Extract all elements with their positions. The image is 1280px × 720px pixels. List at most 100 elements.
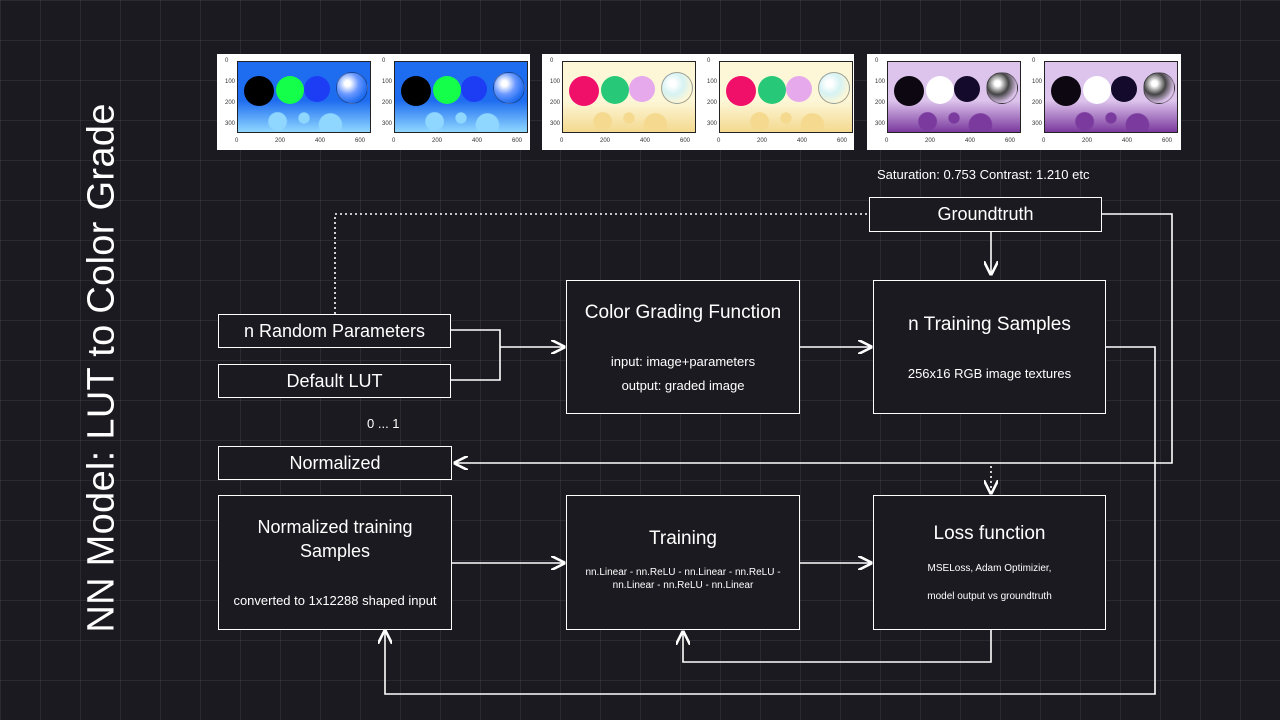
preview-ball <box>661 72 693 104</box>
preview-ball <box>758 76 786 104</box>
preview-ball <box>926 76 954 104</box>
x-tick-label: 600 <box>1005 138 1016 144</box>
preview-ball <box>629 76 655 102</box>
preview-ball <box>244 76 274 106</box>
x-tick-label: 400 <box>640 138 651 144</box>
preview-ball <box>818 72 850 104</box>
y-tick-label: 300 <box>707 121 718 127</box>
preview-plot <box>394 61 528 133</box>
normalized-box: Normalized <box>218 446 452 480</box>
dotted-link-params-groundtruth <box>334 213 870 314</box>
y-tick-label: 100 <box>875 79 886 85</box>
y-tick-label: 200 <box>382 100 393 106</box>
x-tick-label: 400 <box>1122 138 1133 144</box>
x-tick-label: 400 <box>797 138 808 144</box>
y-tick-label: 0 <box>875 58 879 64</box>
y-tick-label: 200 <box>1032 100 1043 106</box>
y-tick-label: 300 <box>225 121 236 127</box>
normalized-samples-box: Normalized training Samples converted to… <box>218 495 452 630</box>
line-lut-merge <box>451 347 501 381</box>
preview-ball <box>304 76 330 102</box>
range-label: 0 ... 1 <box>367 416 400 431</box>
y-tick-label: 100 <box>1032 79 1043 85</box>
training-samples-box: n Training Samples 256x16 RGB image text… <box>873 280 1106 414</box>
default-lut-label: Default LUT <box>286 370 383 391</box>
x-tick-label: 600 <box>680 138 691 144</box>
preview-ball <box>1111 76 1137 102</box>
preview-ball <box>401 76 431 106</box>
preview-ball <box>786 76 812 102</box>
arrow-groundtruth-to-normalized <box>455 213 1173 463</box>
x-tick-label: 400 <box>472 138 483 144</box>
preview-ball <box>601 76 629 104</box>
x-tick-label: 200 <box>757 138 768 144</box>
arrow-samples-to-normalized-samples <box>385 346 1156 695</box>
random-parameters-box: n Random Parameters <box>218 314 451 348</box>
default-lut-box: Default LUT <box>218 364 451 398</box>
y-tick-label: 100 <box>550 79 561 85</box>
y-tick-label: 0 <box>1032 58 1036 64</box>
preview-ball <box>954 76 980 102</box>
preview-ball <box>1051 76 1081 106</box>
y-tick-label: 200 <box>707 100 718 106</box>
preview-ball <box>493 72 525 104</box>
y-tick-label: 100 <box>707 79 718 85</box>
x-tick-label: 200 <box>275 138 286 144</box>
x-tick-label: 200 <box>600 138 611 144</box>
x-tick-label: 0 <box>392 138 396 144</box>
preview-ball <box>894 76 924 106</box>
preview-plot <box>719 61 853 133</box>
color-grading-output: output: graded image <box>621 378 745 393</box>
y-tick-label: 0 <box>225 58 229 64</box>
x-tick-label: 0 <box>1042 138 1046 144</box>
x-tick-label: 0 <box>235 138 239 144</box>
y-tick-label: 200 <box>875 100 886 106</box>
training-box: Training nn.Linear - nn.ReLU - nn.Linear… <box>566 495 800 630</box>
y-tick-label: 0 <box>707 58 711 64</box>
x-tick-label: 600 <box>512 138 523 144</box>
preview-plot <box>237 61 371 133</box>
y-tick-label: 300 <box>875 121 886 127</box>
training-samples-title: n Training Samples <box>908 314 1071 335</box>
y-tick-label: 200 <box>225 100 236 106</box>
x-tick-label: 200 <box>925 138 936 144</box>
preview-plot <box>1044 61 1178 133</box>
arrow-loss-to-training <box>683 630 992 663</box>
x-tick-label: 0 <box>560 138 564 144</box>
random-parameters-label: n Random Parameters <box>243 320 426 341</box>
groundtruth-box: Groundtruth <box>869 197 1102 232</box>
loss-function-box: Loss function MSELoss, Adam Optimizier, … <box>873 495 1106 630</box>
groundtruth-label: Groundtruth <box>937 204 1034 224</box>
preview-ball <box>276 76 304 104</box>
x-tick-label: 600 <box>355 138 366 144</box>
preview-ball <box>1083 76 1111 104</box>
loss-function-title: Loss function <box>933 523 1046 544</box>
x-tick-label: 600 <box>837 138 848 144</box>
loss-function-line2: model output vs groundtruth <box>927 591 1052 602</box>
x-tick-label: 200 <box>1082 138 1093 144</box>
y-tick-label: 200 <box>550 100 561 106</box>
preview-ball <box>433 76 461 104</box>
x-tick-label: 0 <box>885 138 889 144</box>
line-params-merge <box>451 329 501 347</box>
preview-plot <box>562 61 696 133</box>
x-tick-label: 0 <box>717 138 721 144</box>
preview-ball <box>336 72 368 104</box>
x-tick-label: 600 <box>1162 138 1173 144</box>
training-layers-line2: nn.Linear - nn.ReLU - nn.Linear <box>612 580 754 591</box>
training-title: Training <box>649 528 717 549</box>
color-grading-title: Color Grading Function <box>584 302 782 323</box>
y-tick-label: 100 <box>225 79 236 85</box>
y-tick-label: 300 <box>550 121 561 127</box>
y-tick-label: 100 <box>382 79 393 85</box>
color-grading-input: input: image+parameters <box>610 354 756 369</box>
x-tick-label: 200 <box>432 138 443 144</box>
normalized-label: Normalized <box>289 452 381 473</box>
preview-ball <box>461 76 487 102</box>
preview-ball <box>726 76 756 106</box>
color-grading-box: Color Grading Function input: image+para… <box>566 280 800 414</box>
y-tick-label: 0 <box>382 58 386 64</box>
